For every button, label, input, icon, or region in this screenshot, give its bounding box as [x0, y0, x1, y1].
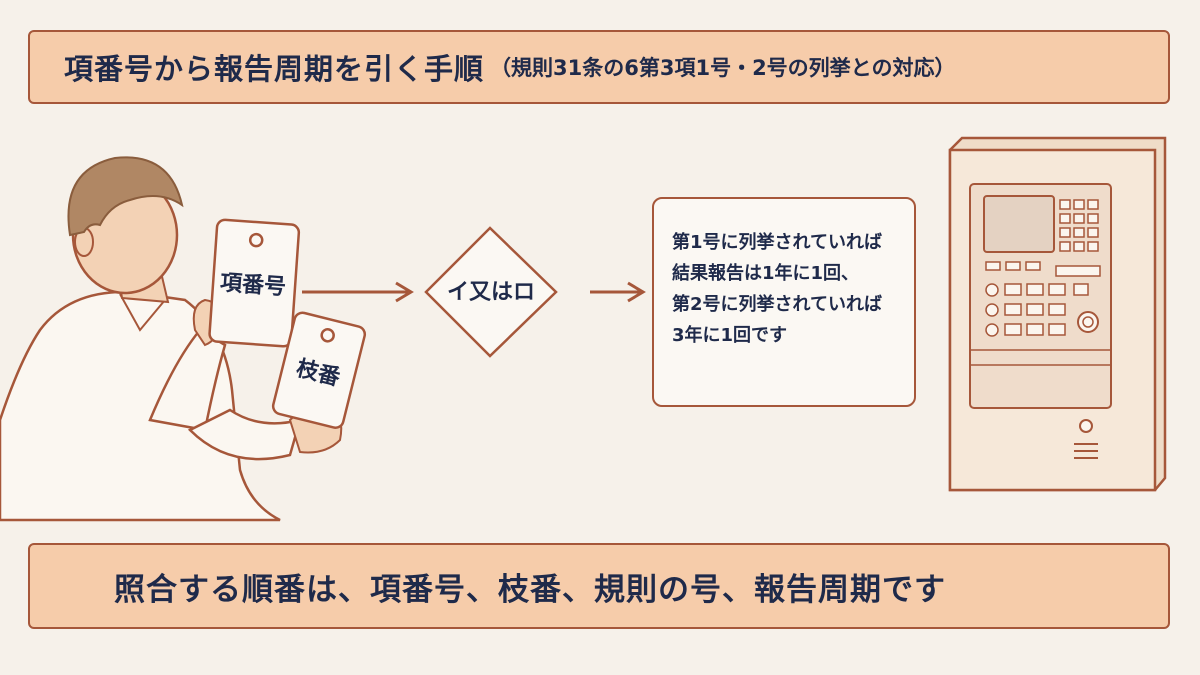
- result-line: 結果報告は1年に1回、: [672, 263, 860, 284]
- tag-kouban: 項番号: [208, 218, 301, 348]
- person-illustration: [0, 156, 343, 522]
- page-subtitle: （規則31条の6第3項1号・2号の列挙との対応）: [490, 56, 956, 80]
- decision-label: イ又はロ: [447, 280, 535, 305]
- decision-diamond: イ又はロ: [424, 226, 558, 358]
- footer-banner: 照合する順番は、項番号、枝番、規則の号、報告周期です: [28, 543, 1170, 629]
- title-banner: 項番号から報告周期を引く手順 （規則31条の6第3項1号・2号の列挙との対応）: [28, 30, 1170, 104]
- result-line: 第1号に列挙されていれば: [672, 232, 882, 253]
- page-title: 項番号から報告周期を引く手順: [64, 52, 485, 86]
- control-panel-device: [948, 136, 1167, 492]
- result-box: 第1号に列挙されていれば 結果報告は1年に1回、 第2号に列挙されていれば 3年…: [652, 197, 916, 407]
- tag-edaban: 枝番: [271, 311, 367, 429]
- footer-text: 照合する順番は、項番号、枝番、規則の号、報告周期です: [114, 571, 946, 608]
- result-line: 3年に1回です: [672, 325, 788, 346]
- arrow-to-result: [590, 281, 646, 303]
- result-line: 第2号に列挙されていれば: [672, 294, 882, 315]
- arrow-to-decision: [302, 281, 414, 303]
- tag-kouban-label: 項番号: [219, 271, 287, 301]
- keypad: [1059, 199, 1099, 252]
